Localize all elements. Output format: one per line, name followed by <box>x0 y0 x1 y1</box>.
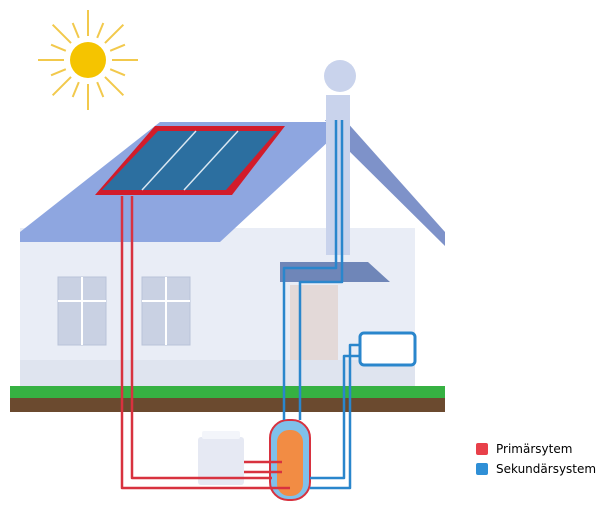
boiler <box>198 431 244 485</box>
sun-ray <box>96 81 105 98</box>
secondary-pipe-radiator-return <box>310 354 360 480</box>
primary-pipe-return <box>130 196 272 480</box>
legend-primary: Primärsytem <box>476 442 572 456</box>
legend-secondary: Sekundärsystem <box>476 462 596 476</box>
roof-right-edge <box>325 120 445 246</box>
door-frame <box>290 285 338 360</box>
sun-ray <box>104 76 125 97</box>
sun-rays <box>38 10 138 110</box>
grass <box>10 386 445 398</box>
window-middle <box>141 276 191 346</box>
sun-circle <box>70 42 106 78</box>
primary-pipe-supply <box>120 196 290 490</box>
soil <box>10 398 445 412</box>
secondary-pipe-radiator-supply <box>310 343 360 490</box>
secondary-pipe-chimney-return <box>298 120 344 420</box>
solar-panel <box>95 126 285 195</box>
legend-primary-label: Primärsytem <box>496 442 573 456</box>
legend-secondary-label: Sekundärsystem <box>496 462 597 476</box>
sun-ray <box>51 23 72 44</box>
chimney-vent <box>324 60 356 92</box>
storage-tank <box>269 419 311 501</box>
sun-ray <box>71 22 80 39</box>
sun-ray <box>109 68 126 77</box>
sun-ray <box>109 43 126 52</box>
radiator <box>358 331 417 367</box>
sun-icon <box>38 10 138 110</box>
sun-ray <box>50 43 67 52</box>
sun-ray <box>71 81 80 98</box>
sun-ray <box>104 23 125 44</box>
window-left <box>57 276 107 346</box>
sun-ray <box>51 76 72 97</box>
sun-ray <box>96 22 105 39</box>
secondary-pipe-chimney <box>282 120 338 420</box>
chimney <box>326 95 350 255</box>
pipes <box>120 120 360 490</box>
legend-primary-swatch <box>476 443 488 455</box>
sun-ray <box>50 68 67 77</box>
legend-secondary-swatch <box>476 463 488 475</box>
